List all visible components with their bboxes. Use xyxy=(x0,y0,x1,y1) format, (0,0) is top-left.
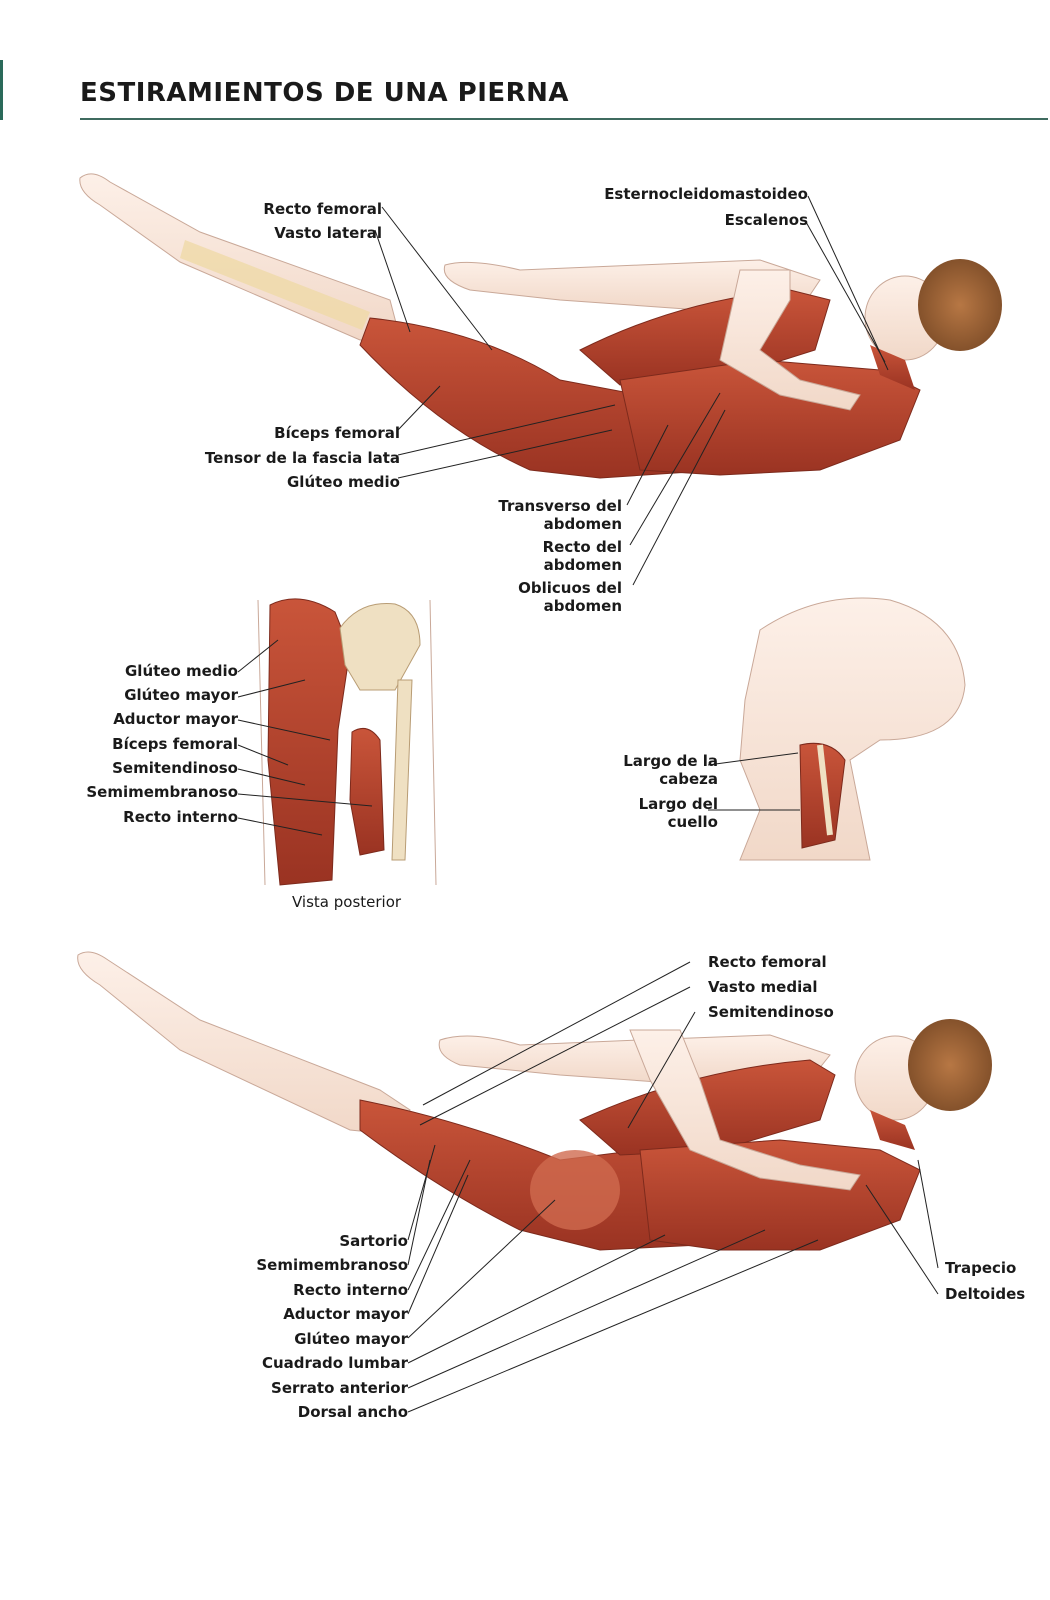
label-largo-del-cuello: Largo del cuello xyxy=(639,795,718,831)
label-semitendinoso-posterior: Semitendinoso xyxy=(112,759,238,777)
label-oblicuos-del-abdomen: Oblicuos del abdomen xyxy=(518,579,622,615)
label-gluteo-medio-posterior: Glúteo medio xyxy=(125,662,238,680)
label-aductor-mayor-2: Aductor mayor xyxy=(283,1305,408,1323)
label-line: abdomen xyxy=(543,515,622,533)
label-dorsal-ancho: Dorsal ancho xyxy=(297,1403,408,1421)
label-vasto-lateral: Vasto lateral xyxy=(274,224,382,242)
label-gluteo-medio: Glúteo medio xyxy=(287,473,400,491)
label-line: Transverso del xyxy=(498,497,622,515)
label-trapecio: Trapecio xyxy=(945,1259,1017,1277)
label-line: Largo de la xyxy=(623,752,718,770)
label-recto-interno-posterior: Recto interno xyxy=(123,808,238,826)
label-recto-femoral: Recto femoral xyxy=(263,200,382,218)
label-line: cabeza xyxy=(659,770,718,788)
label-cuadrado-lumbar: Cuadrado lumbar xyxy=(261,1354,408,1372)
label-escalenos: Escalenos xyxy=(724,211,808,229)
label-semimembranoso-posterior: Semimembranoso xyxy=(86,783,238,801)
label-esternocleidomastoideo: Esternocleidomastoideo xyxy=(604,185,808,203)
figure2-illustration xyxy=(237,598,437,886)
label-aductor-mayor-posterior: Aductor mayor xyxy=(113,710,238,728)
figure4-illustration xyxy=(77,951,992,1413)
label-tensor-fascia-lata: Tensor de la fascia lata xyxy=(204,449,400,467)
label-semitendinoso-2: Semitendinoso xyxy=(708,1003,834,1021)
label-sartorio: Sartorio xyxy=(339,1232,408,1250)
title-rule xyxy=(80,118,1048,120)
label-gluteo-mayor-2: Glúteo mayor xyxy=(294,1330,408,1348)
label-biceps-femoral: Bíceps femoral xyxy=(274,424,400,442)
label-line: Recto del xyxy=(542,538,622,556)
label-line: abdomen xyxy=(543,556,622,574)
figure1-illustration xyxy=(79,173,1002,586)
label-line: Oblicuos del xyxy=(518,579,622,597)
label-recto-interno-2: Recto interno xyxy=(293,1281,408,1299)
label-largo-de-la-cabeza: Largo de la cabeza xyxy=(623,752,718,788)
label-vasto-medial: Vasto medial xyxy=(708,978,818,996)
label-transverso-del-abdomen: Transverso del abdomen xyxy=(498,497,622,533)
label-serrato-anterior: Serrato anterior xyxy=(271,1379,408,1397)
page-title: ESTIRAMIENTOS DE UNA PIERNA xyxy=(80,78,570,108)
label-line: abdomen xyxy=(543,597,622,615)
caption-vista-posterior: Vista posterior xyxy=(292,893,402,911)
label-semimembranoso-2: Semimembranoso xyxy=(256,1256,408,1274)
page-edge-mark xyxy=(0,60,3,120)
label-line: cuello xyxy=(667,813,718,831)
label-gluteo-mayor-posterior: Glúteo mayor xyxy=(124,686,238,704)
label-deltoides: Deltoides xyxy=(945,1285,1026,1303)
figure3-illustration xyxy=(707,597,966,861)
label-recto-del-abdomen: Recto del abdomen xyxy=(543,538,622,574)
label-recto-femoral-2: Recto femoral xyxy=(708,953,827,971)
label-line: Largo del xyxy=(638,795,718,813)
label-biceps-femoral-posterior: Bíceps femoral xyxy=(112,735,238,753)
